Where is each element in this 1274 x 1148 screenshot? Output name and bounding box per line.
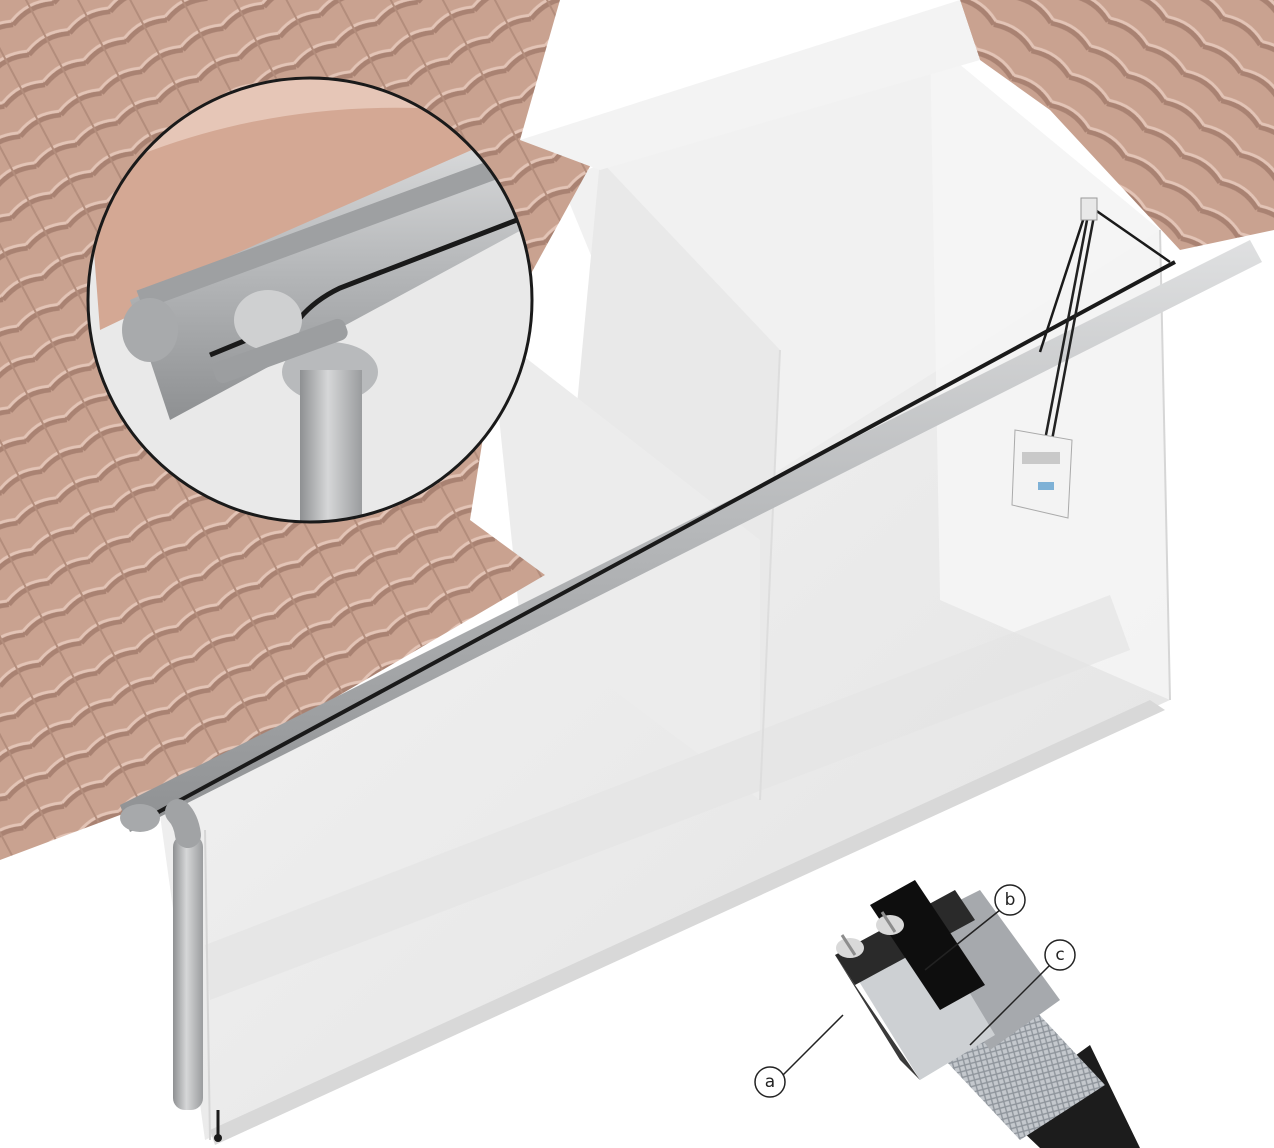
callout-a: a: [754, 1014, 844, 1098]
callout-c: c: [969, 939, 1076, 1046]
magnified-gutter-icon: [86, 76, 534, 524]
thermostat-control-box-icon: [1011, 429, 1073, 519]
heating-cable-cross-section-icon: [835, 880, 1140, 1148]
callout-c-label: c: [1055, 945, 1064, 965]
gutter: [120, 240, 1262, 832]
callout-b: b: [924, 884, 1026, 971]
callout-a-label: a: [765, 1072, 775, 1092]
callout-b-label: b: [1005, 890, 1016, 910]
control-wiring: [1038, 197, 1171, 441]
downpipe: [165, 799, 222, 1142]
house-walls: [160, 40, 1171, 1145]
